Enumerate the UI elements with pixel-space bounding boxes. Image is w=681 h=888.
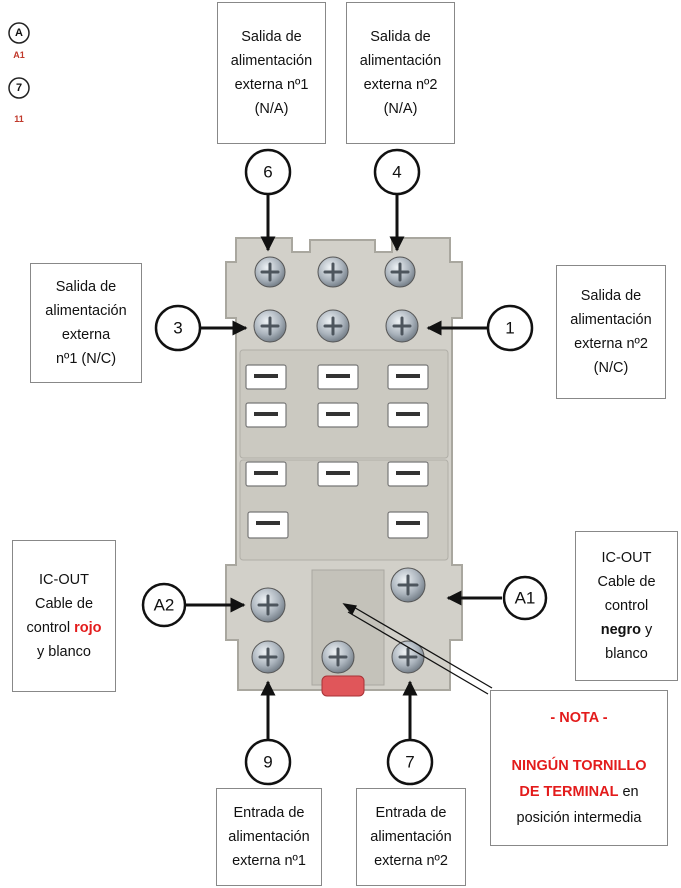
terminal-label-1: 1 [505,319,514,338]
terminal-label-7: 7 [405,753,414,772]
bold-emphasis: negro [601,622,641,638]
label-box-output1-nc: Salida de alimentación externa nº1 (N/C) [30,263,142,383]
box-line: alimentación [45,299,126,323]
note-box: - NOTA - NINGÚN TORNILLO DE TERMINAL en … [490,690,668,846]
box-line: Cable de [35,592,93,616]
box-line: alimentación [231,49,312,73]
box-line: externa nº1 [235,73,309,97]
terminal-label-a1: A1 [515,589,536,608]
legend-tag-a1: A1 [13,50,25,60]
label-box-output1-na: Salida de alimentación externa nº1 (N/A) [217,2,326,144]
box-line: Cable de [597,570,655,594]
box-line: negro y [601,618,653,642]
box-line: (N/A) [384,97,418,121]
box-line: Entrada de [376,801,447,825]
box-line: externa nº1 [232,849,306,873]
terminal-label-3: 3 [173,319,182,338]
box-text: en [618,784,638,800]
label-box-ic-out-left: IC-OUT Cable de control rojo y blanco [12,540,116,692]
label-box-output2-nc: Salida de alimentación externa nº2 (N/C) [556,265,666,399]
box-line: Entrada de [234,801,305,825]
box-line: IC-OUT [39,568,89,592]
terminal-label-9: 9 [263,753,272,772]
red-emphasis: rojo [74,620,101,636]
box-line: externa nº2 [574,332,648,356]
box-line: Salida de [241,25,301,49]
legend-circle-7-label: 7 [16,82,22,94]
label-box-output2-na: Salida de alimentación externa nº2 (N/A) [346,2,455,144]
box-line: (N/A) [255,97,289,121]
legend-circle-a-label: A [15,27,23,39]
note-line: DE TERMINAL en [519,779,638,805]
box-line: blanco [605,642,648,666]
note-line: posición intermedia [517,805,642,831]
box-line: Salida de [56,275,116,299]
box-line: alimentación [228,825,309,849]
note-title: - NOTA - [550,705,607,731]
red-emphasis: DE TERMINAL [519,784,618,800]
box-line: nº1 (N/C) [56,347,116,371]
box-text: y [641,622,652,638]
box-line: alimentación [370,825,451,849]
note-line: NINGÚN TORNILLO [511,753,646,779]
box-line: externa nº2 [364,73,438,97]
box-text: control [27,620,75,636]
box-line: control rojo [27,616,102,640]
box-line: control [605,594,649,618]
box-line: alimentación [570,308,651,332]
terminal-label-a2: A2 [154,596,175,615]
legend: A A1 7 11 [9,23,29,124]
box-line: Salida de [581,284,641,308]
box-line: alimentación [360,49,441,73]
label-box-ic-out-right: IC-OUT Cable de control negro y blanco [575,531,678,681]
terminal-label-4: 4 [392,163,401,182]
box-line: (N/C) [594,356,629,380]
box-line: y blanco [37,640,91,664]
box-line: Salida de [370,25,430,49]
terminal-label-6: 6 [263,163,272,182]
label-box-input1: Entrada de alimentación externa nº1 [216,788,322,886]
label-box-input2: Entrada de alimentación externa nº2 [356,788,466,886]
legend-tag-11: 11 [14,114,24,124]
box-line: IC-OUT [602,546,652,570]
box-line: externa nº2 [374,849,448,873]
box-line: externa [62,323,110,347]
